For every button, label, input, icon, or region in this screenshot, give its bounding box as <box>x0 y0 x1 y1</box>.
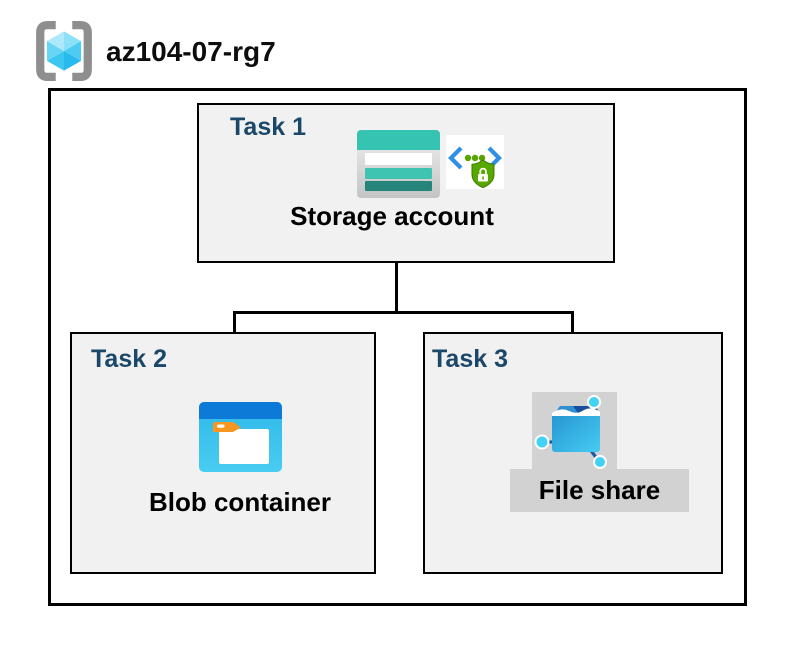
task1-box: Task 1 <box>197 103 615 263</box>
secure-access-shield-icon <box>446 135 504 189</box>
resource-group-icon <box>34 20 94 82</box>
file-share-label-plate: File share <box>510 469 689 512</box>
storage-account-icon <box>357 130 440 198</box>
file-share-icon <box>532 392 617 470</box>
task2-label: Task 2 <box>91 345 167 373</box>
blob-container-icon <box>199 402 282 472</box>
blob-container-label: Blob container <box>148 487 331 517</box>
resource-group-name: az104-07-rg7 <box>106 36 276 67</box>
task2-box: Task 2 Blob container <box>70 332 376 574</box>
connector-horizontal <box>233 311 574 314</box>
task3-box: Task 3 <box>423 332 723 574</box>
task1-label: Task 1 <box>230 113 306 141</box>
file-share-label: File share <box>538 475 661 505</box>
connector-storage-stem <box>395 233 398 314</box>
storage-account-label: Storage account <box>290 201 494 231</box>
task3-label: Task 3 <box>432 345 508 373</box>
